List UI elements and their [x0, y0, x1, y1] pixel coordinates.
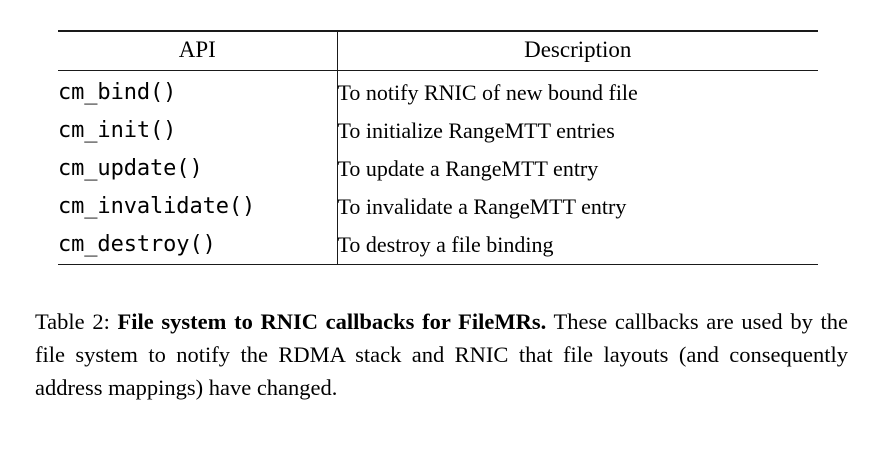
api-name: cm_bind() — [58, 70, 338, 112]
table-row: cm_init() To initialize RangeMTT entries — [58, 112, 818, 150]
table: API Description cm_bind() To notify RNIC… — [58, 30, 818, 265]
caption-body: These callbacks are used by the file sys… — [35, 309, 848, 400]
api-description: To update a RangeMTT entry — [337, 156, 599, 181]
api-description: To invalidate a RangeMTT entry — [337, 194, 627, 219]
table-row: cm_destroy() To destroy a file binding — [58, 226, 818, 265]
api-name: cm_destroy() — [58, 226, 338, 265]
table-caption: Table 2: File system to RNIC callbacks f… — [35, 305, 848, 404]
column-header-description: Description — [337, 30, 818, 71]
caption-label: Table 2: — [35, 309, 118, 334]
api-description: To destroy a file binding — [337, 226, 818, 265]
table-header: API Description — [58, 30, 818, 71]
caption-title: File system to RNIC callbacks for FileMR… — [117, 309, 547, 334]
table-row: cm_invalidate() To invalidate a RangeMTT… — [58, 188, 818, 226]
api-description: To initialize RangeMTT entries — [337, 118, 615, 143]
table-body: cm_bind() To notify RNIC of new bound fi… — [58, 70, 818, 265]
api-callback-table: API Description cm_bind() To notify RNIC… — [58, 30, 818, 265]
table-header-row: API Description — [58, 30, 818, 71]
table-row: cm_update() To update a RangeMTT entry — [58, 150, 818, 188]
column-header-api: API — [58, 30, 338, 71]
api-name: cm_update() — [58, 150, 338, 188]
api-name: cm_init() — [58, 112, 338, 150]
api-name: cm_invalidate() — [58, 188, 338, 226]
table-row: cm_bind() To notify RNIC of new bound fi… — [58, 70, 818, 112]
api-description: To notify RNIC of new bound file — [337, 80, 638, 105]
